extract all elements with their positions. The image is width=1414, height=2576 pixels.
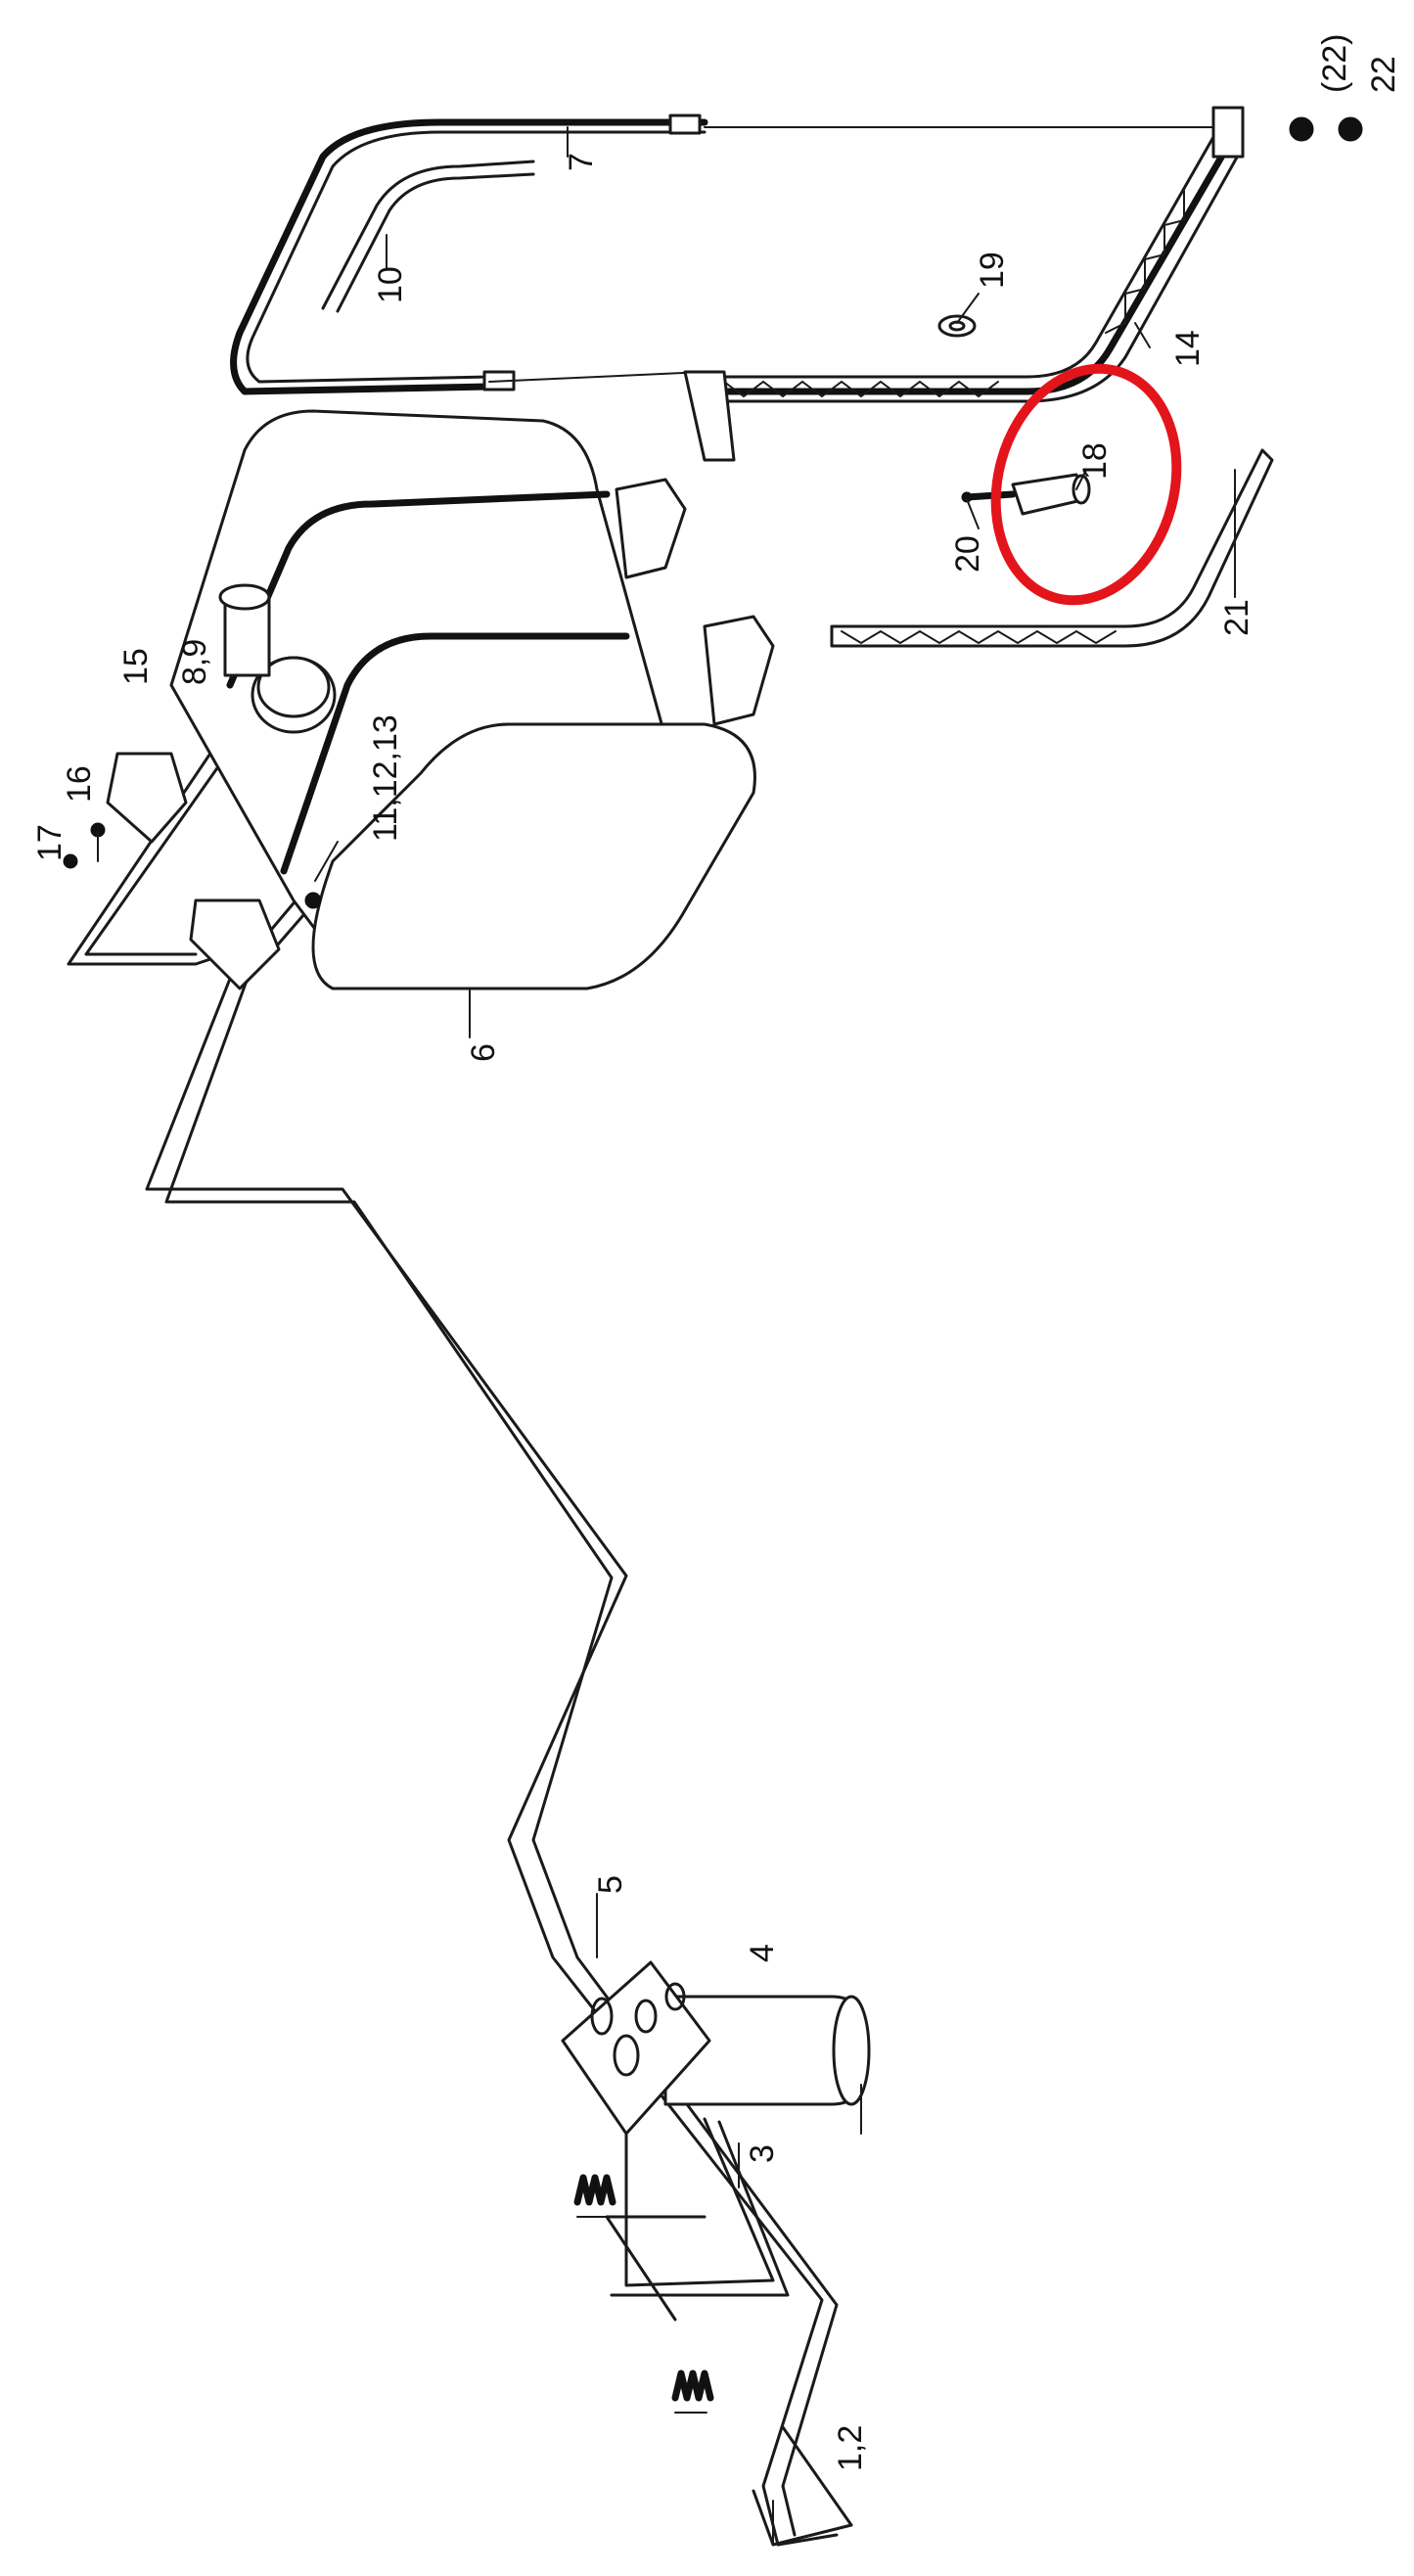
fitting-symbol-lower [671,2369,714,2414]
leader-lines [97,126,1236,2546]
washer-19 [937,314,977,338]
callout-17: 17 [31,824,68,861]
callout-8-9: 8,9 [176,639,213,685]
hose-assembly-1-2 [605,2102,853,2547]
nut-20 [961,490,1017,503]
callout-20: 20 [949,535,986,573]
callout-11-12-13: 11,12,13 [367,714,404,842]
filter-bracket [561,1960,711,2136]
callout-18: 18 [1076,442,1114,480]
callout-22: 22 [1365,56,1402,93]
callout-22-paren: (22) [1316,34,1353,93]
strap-10 [321,160,535,313]
protective-strip-21 [830,448,1274,648]
bolt-18 [1011,473,1091,516]
fastener-15-16-17 [63,822,322,909]
callout-10: 10 [372,266,409,303]
callout-3: 3 [744,2144,781,2163]
callout-14: 14 [1169,330,1207,367]
strap-tie-line-lower [488,371,706,383]
callout-7: 7 [563,153,600,171]
callout-1-2: 1,2 [832,2425,869,2471]
callout-5: 5 [592,1875,629,1894]
fuel-pipe-line [145,884,839,2547]
frame-rail-14 [683,106,1245,462]
strap-7 [230,114,708,395]
callout-6: 6 [465,1043,502,1062]
nut-22 [1289,116,1363,142]
callout-19: 19 [974,252,1011,289]
fitting-symbol-upper [573,2174,616,2218]
fuel-tank-6 [169,409,756,990]
callout-4: 4 [744,1944,781,1962]
fuel-filter-4 [663,1995,871,2106]
highlight-circle [990,363,1182,606]
callout-21: 21 [1218,599,1255,636]
callout-16: 16 [61,765,98,803]
callout-15: 15 [117,648,155,685]
tank-brackets [106,478,775,990]
